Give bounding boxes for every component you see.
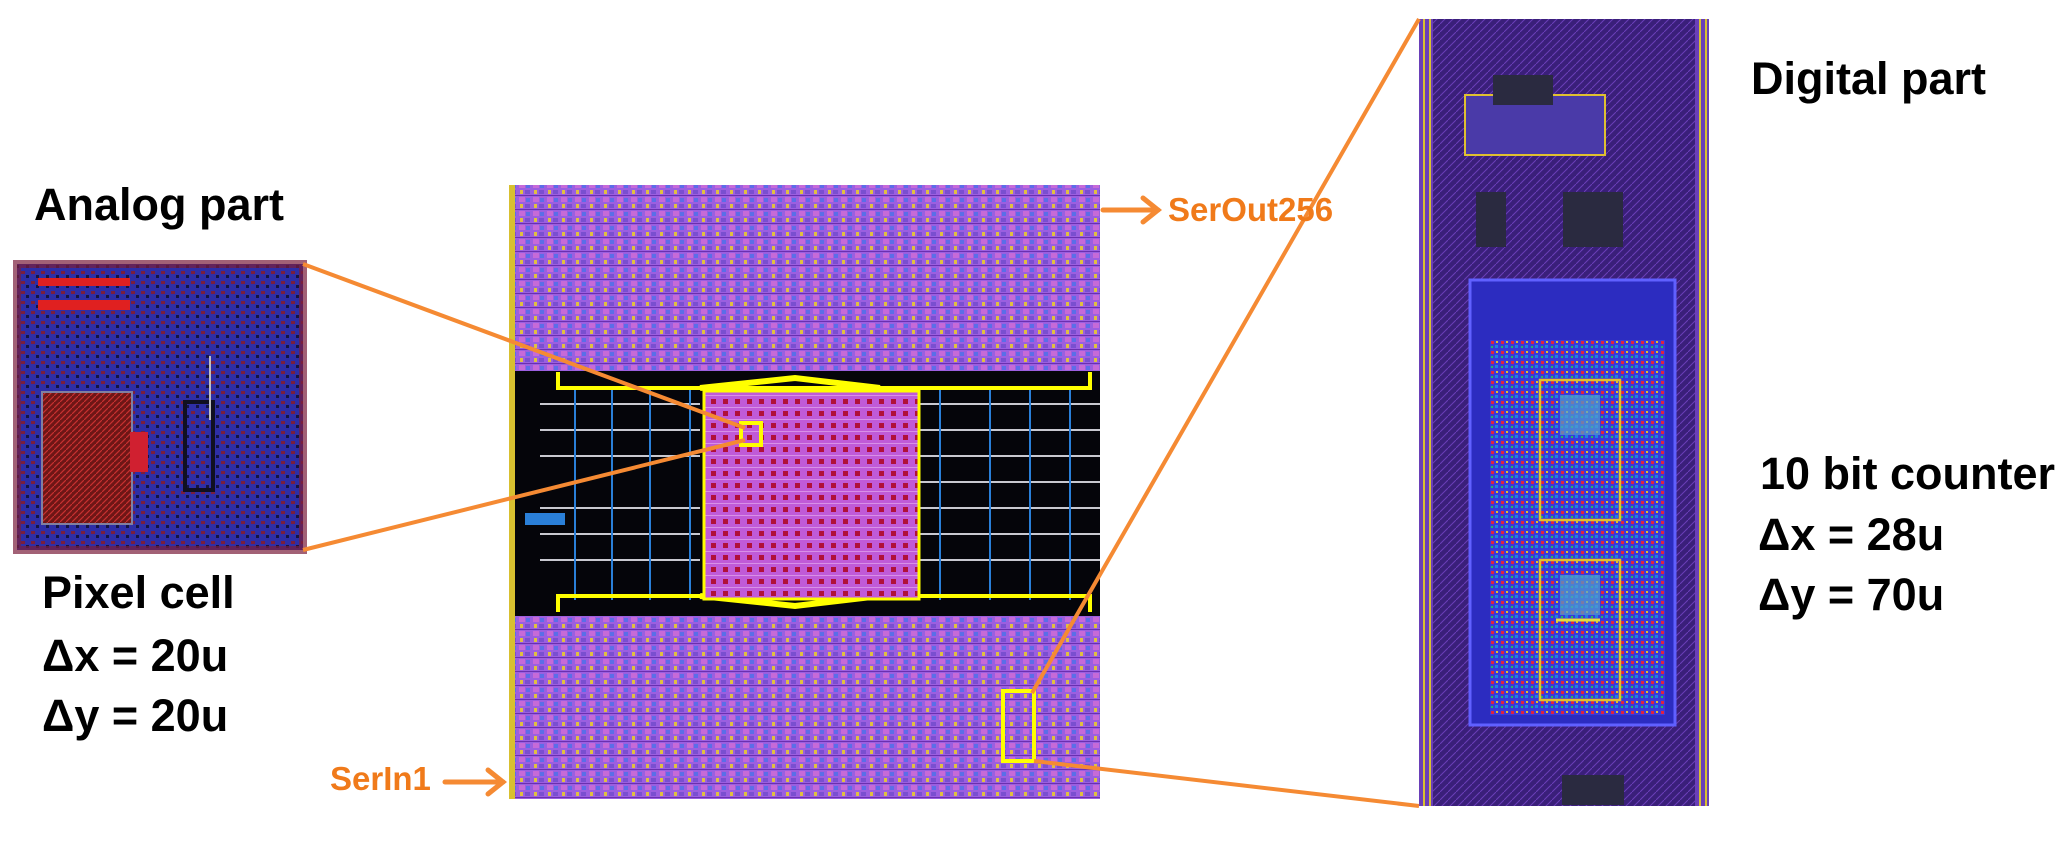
pixel-callout-bottom-line [302,438,746,552]
counter-label: 10 bit counter [1760,448,2056,499]
pixel-callout-top-line [302,262,746,430]
counter-highlight [1001,689,1036,763]
serout-label: SerOut256 [1168,191,1334,228]
pixel-cell-label: Pixel cell [42,567,235,618]
counter-dy: Δy = 70u [1758,569,1945,620]
callout-lines [302,18,1421,808]
counter-dx: Δx = 28u [1758,509,1945,560]
chip-full-layout [509,185,1100,799]
pixel-cell-highlight [739,421,763,447]
pixel-cell-dx: Δx = 20u [42,630,229,681]
pixel-cell-layout [13,260,307,554]
serin-arrow-icon [442,767,508,797]
analog-part-title: Analog part [34,179,285,230]
digital-part-title: Digital part [1751,53,1987,104]
serout-arrow-icon [1100,195,1163,225]
pixel-cell-dy: Δy = 20u [42,690,229,741]
counter-callout-bottom-line [1033,759,1420,808]
serin-label: SerIn1 [330,760,431,797]
digital-counter-layout [1419,19,1709,806]
counter-callout-top-line [1030,18,1421,694]
